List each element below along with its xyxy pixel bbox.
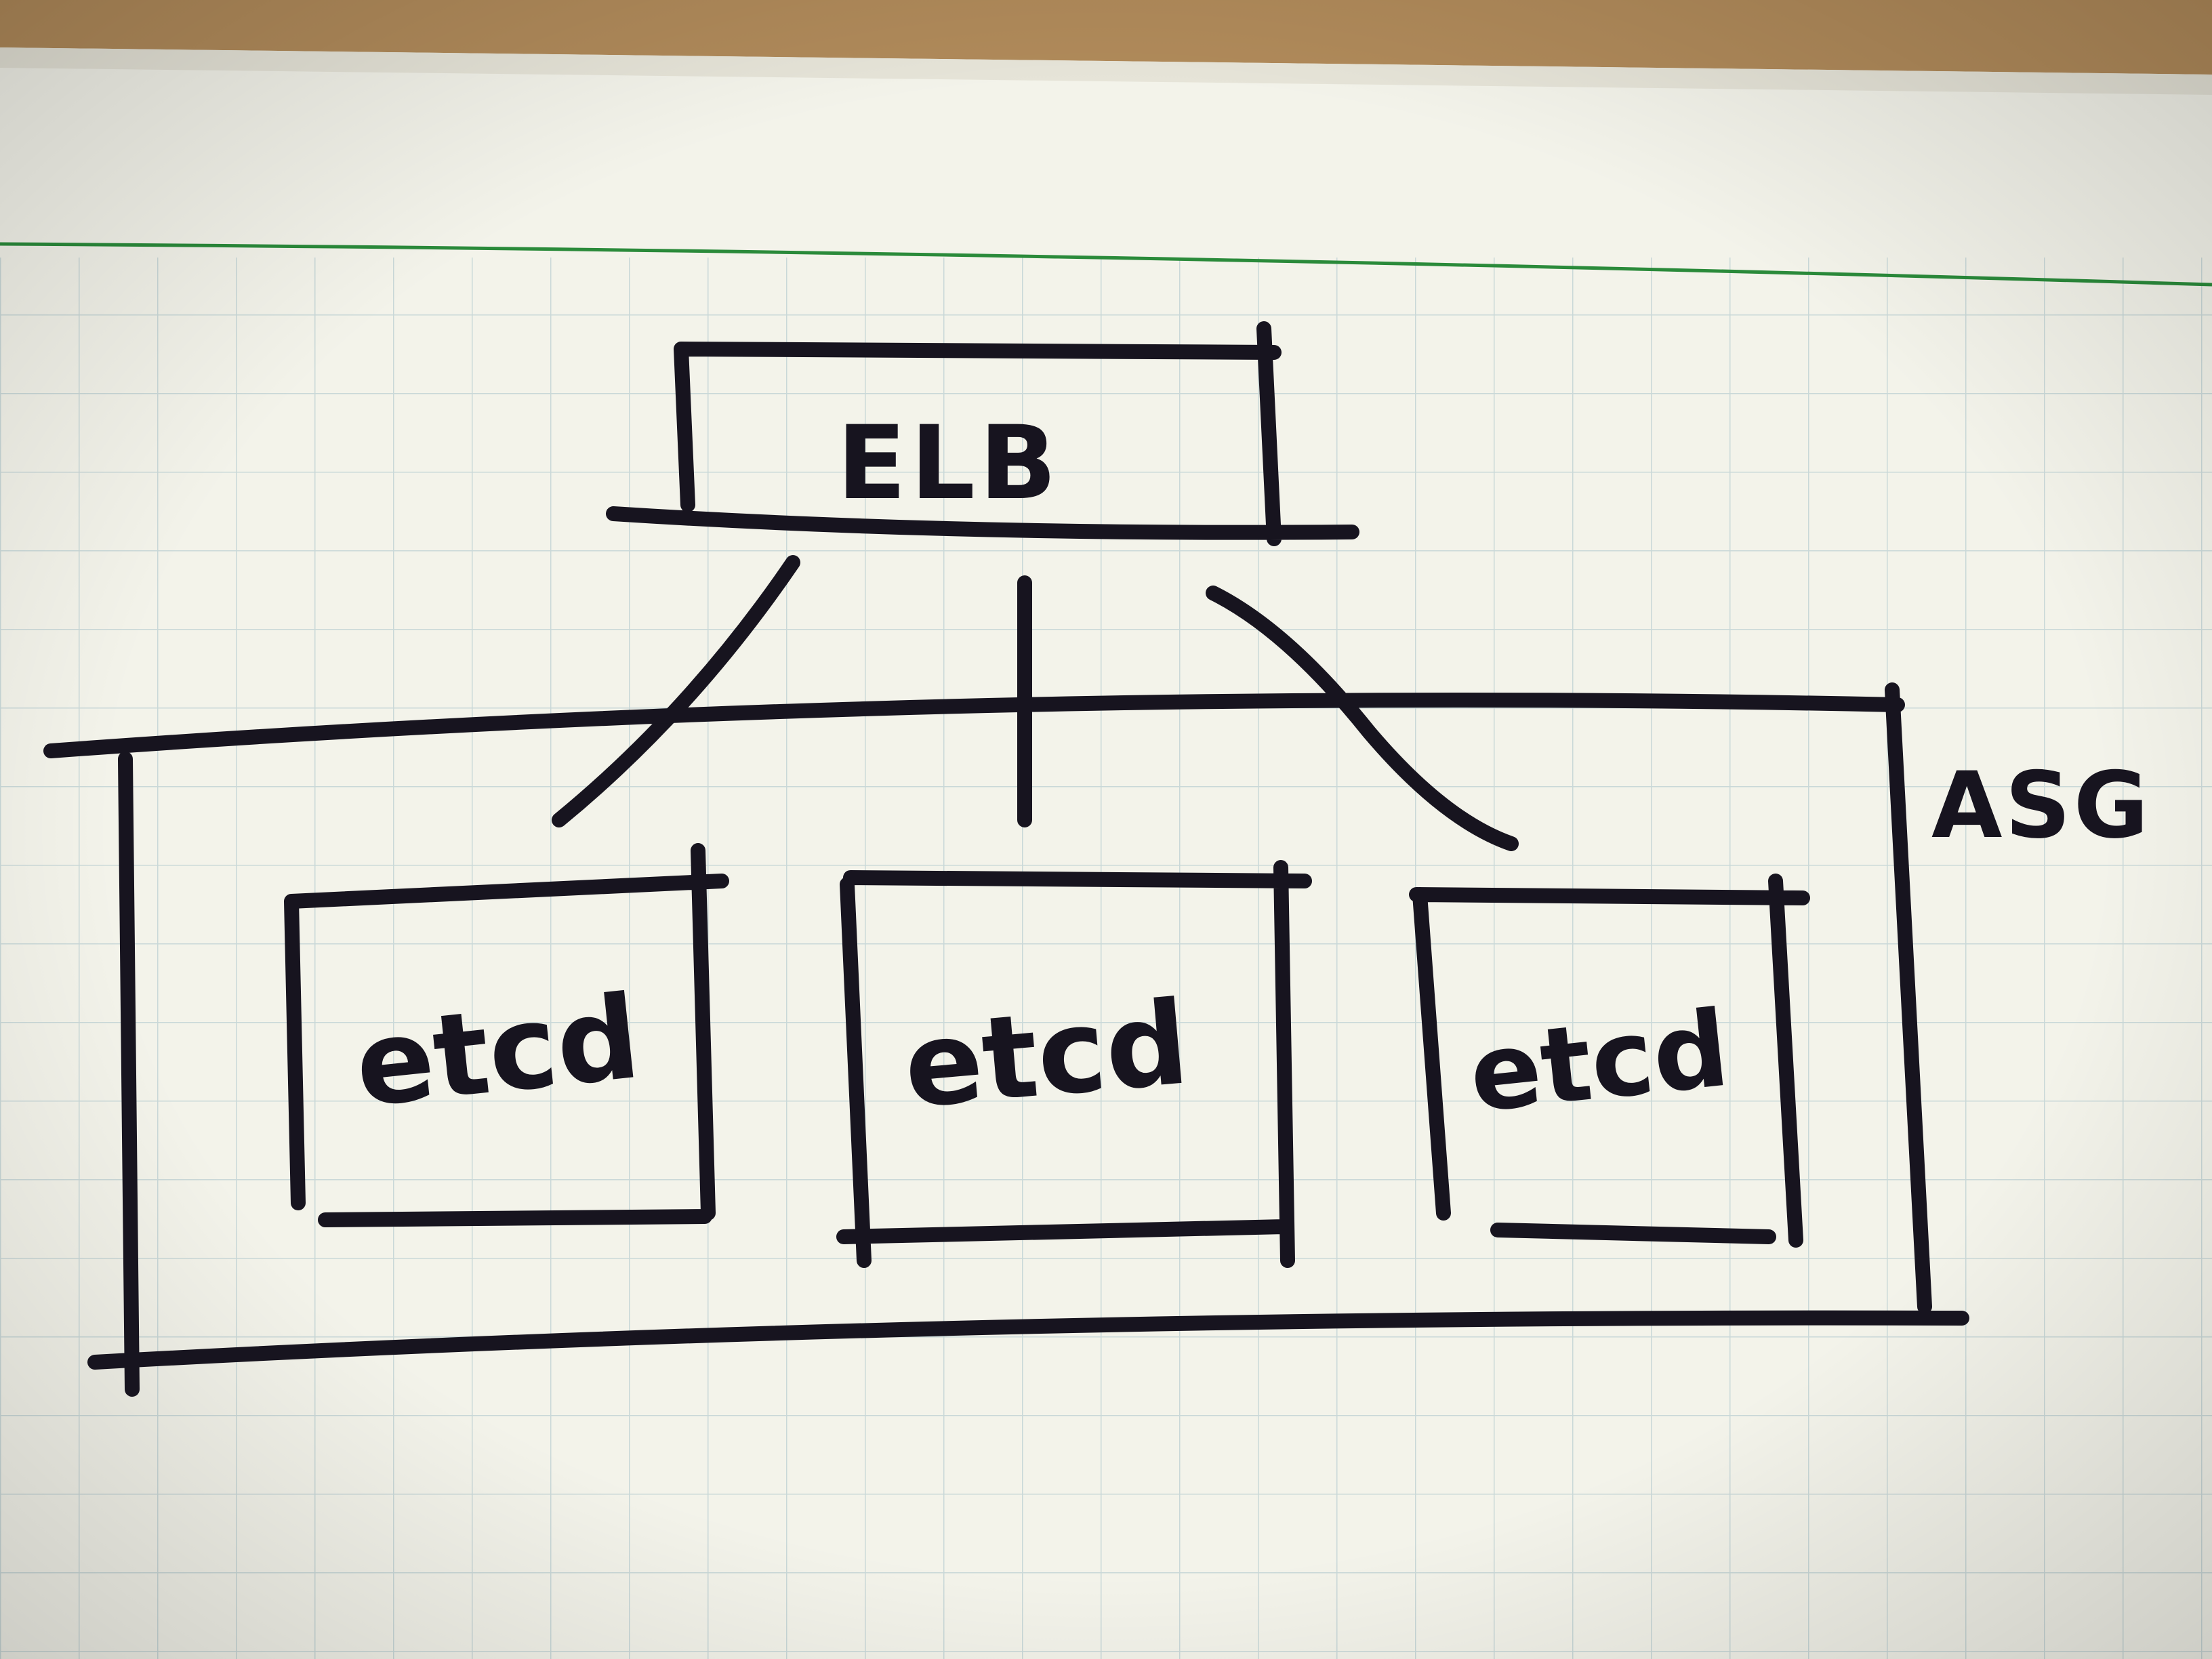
etcd-node-1-label: etcd: [349, 970, 645, 1134]
connector-right: [1206, 586, 1519, 851]
etcd-node-3-label: etcd: [1464, 987, 1734, 1136]
asg-label: ASG: [1931, 752, 2152, 859]
connector-left: [552, 555, 800, 827]
etcd-node-1: etcd: [284, 843, 729, 1227]
etcd-node-2-label: etcd: [899, 976, 1194, 1134]
elb-label: ELB: [837, 405, 1061, 523]
etcd-node-3: etcd: [1409, 874, 1810, 1248]
elb-box-outline: [606, 321, 1359, 546]
etcd-node-1-box: [284, 843, 729, 1227]
etcd-node-3-box: [1409, 874, 1810, 1248]
asg-group: ASG: [43, 682, 2152, 1397]
asg-box-outline: [43, 682, 1969, 1397]
elb-node: ELB: [606, 321, 1359, 546]
etcd-node-2: etcd: [836, 860, 1312, 1268]
etcd-node-2-box: [836, 860, 1312, 1268]
